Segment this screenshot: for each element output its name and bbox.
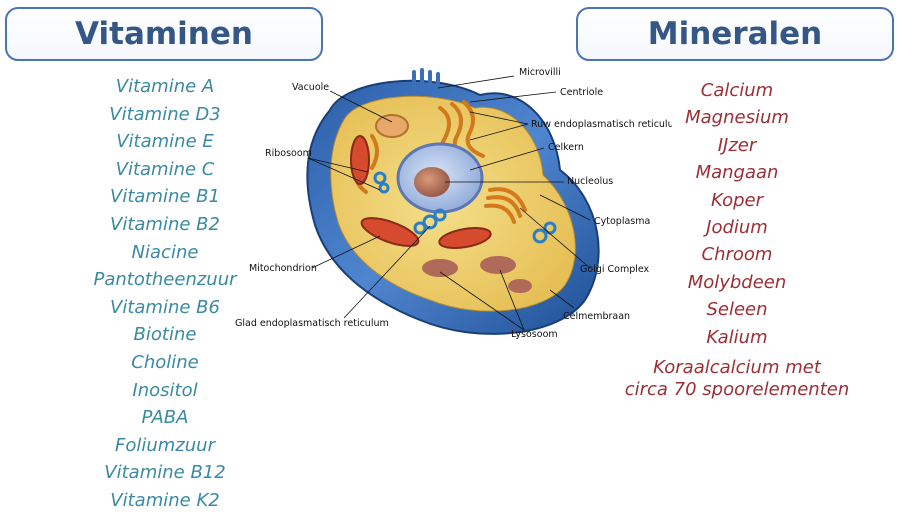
minerals-item: Mangaan: [695, 162, 779, 184]
vitamins-item: Biotine: [133, 324, 197, 346]
vitamins-item: Inositol: [132, 379, 198, 401]
minerals-item: Kalium: [706, 326, 768, 348]
label-mitochondrion: Mitochondrion: [249, 263, 317, 274]
label-nucleus: Celkern: [548, 142, 584, 153]
minerals-item: Chroom: [701, 244, 773, 266]
minerals-title: Mineralen: [647, 16, 823, 52]
minerals-header: Mineralen: [576, 7, 894, 61]
label-lysosome: Lysosoom: [511, 329, 558, 340]
golgi-shape: [484, 187, 527, 224]
vitamins-item: Pantotheenzuur: [93, 269, 237, 291]
vitamins-header: Vitaminen: [5, 7, 323, 61]
minerals-item: IJzer: [717, 134, 757, 156]
nucleolus-shape: [414, 167, 450, 197]
lysosome-shape-2: [480, 256, 516, 274]
vitamins-item: Vitamine B1: [110, 186, 220, 208]
lysosome-shape: [422, 259, 458, 277]
vitamins-item: Vitamine C: [115, 158, 215, 180]
vitamins-item: Vitamine B12: [104, 462, 226, 484]
minerals-item: Koper: [710, 189, 764, 211]
lysosome-shape-3: [508, 279, 532, 293]
mitochondrion-shape-2: [438, 227, 492, 249]
vitamins-title: Vitaminen: [75, 16, 253, 52]
minerals-item: Jodium: [706, 216, 768, 238]
vitamins-item: Foliumzuur: [115, 434, 215, 456]
microvilli-shape: [412, 68, 440, 90]
minerals-item: Molybdeen: [687, 271, 787, 293]
vacuole-shape: [375, 114, 409, 138]
vitamins-item: Vitamine B6: [110, 296, 220, 318]
minerals-item: Magnesium: [685, 107, 789, 129]
vitamins-item: Choline: [131, 351, 199, 373]
coral-calcium-note: Koraalcalcium met circa 70 spoorelemente…: [600, 357, 874, 401]
vitamins-item: Vitamine K2: [110, 489, 220, 511]
label-cell-membrane: Celmembraan: [563, 311, 630, 322]
note-line-1: Koraalcalcium met: [653, 357, 821, 378]
label-smooth-er: Glad endoplasmatisch reticulum: [235, 318, 389, 329]
label-golgi: Golgi Complex: [580, 264, 650, 275]
vitamins-item: Vitamine B2: [110, 213, 220, 235]
label-nucleolus: Nucleolus: [567, 176, 613, 187]
mitochondrion-shape-3: [350, 135, 370, 185]
label-cytoplasm: Cytoplasma: [594, 216, 650, 227]
minerals-item: Calcium: [700, 80, 774, 101]
label-vacuole: Vacuole: [292, 82, 329, 93]
vitamins-item: Vitamine D3: [109, 103, 221, 125]
label-ribosome: Ribosoom: [265, 148, 312, 159]
cell-diagram: Vacuole Microvilli Centriole Ruw endopla…: [235, 67, 672, 340]
minerals-item: Seleen: [706, 299, 768, 321]
note-line-2: circa 70 spoorelementen: [624, 379, 850, 400]
label-centriole: Centriole: [560, 87, 603, 98]
leader-lines: [307, 75, 591, 331]
mitochondrion-shape: [360, 217, 420, 247]
vitamins-item: Vitamine A: [115, 76, 215, 97]
vitamins-item: Niacine: [131, 241, 199, 263]
label-microvilli: Microvilli: [519, 67, 561, 78]
label-rough-er: Ruw endoplasmatisch reticulum: [531, 119, 672, 130]
vitamins-item: PABA: [141, 407, 189, 429]
vitamins-item: Vitamine E: [116, 131, 214, 153]
smooth-er-shape: [373, 171, 557, 244]
vitamins-list: Vitamine A Vitamine D3 Vitamine E Vitamine …: [60, 73, 270, 515]
